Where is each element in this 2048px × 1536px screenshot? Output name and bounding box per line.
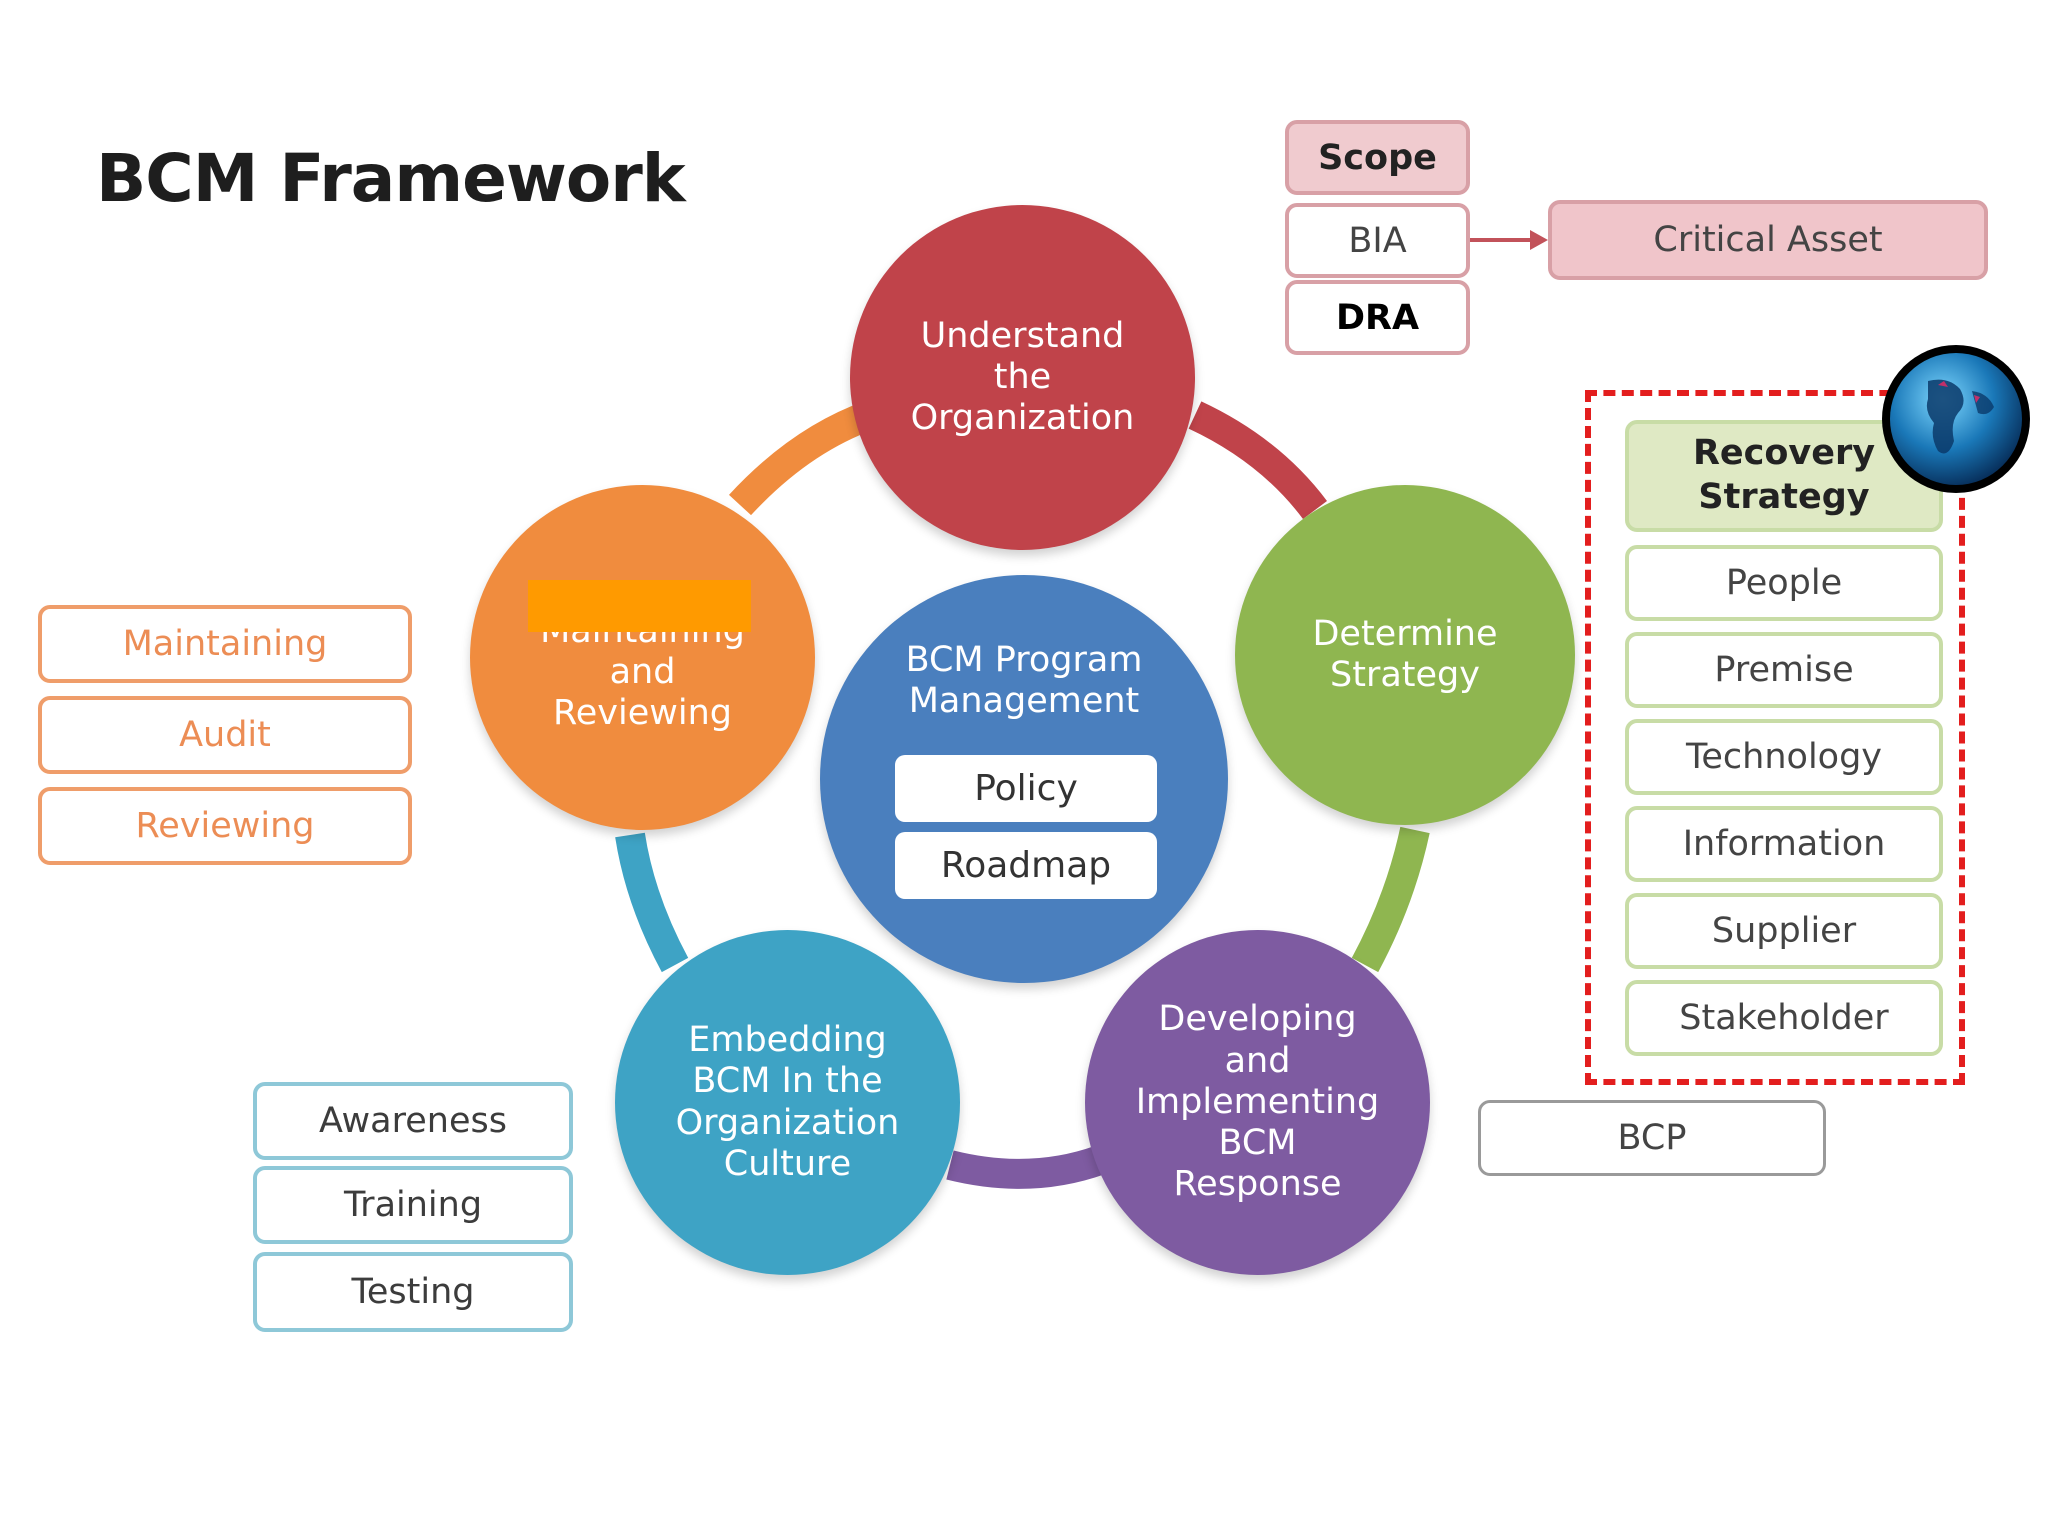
circle-developing-label: Developing and Implementing BCM Response [1135,999,1380,1205]
maintaining-list-reviewing: Reviewing [38,787,412,865]
recovery-item-technology: Technology [1625,719,1943,795]
arc-maintaining-understand [728,400,876,516]
globe-icon [1882,345,2030,493]
recovery-item-premise: Premise [1625,632,1943,708]
embedding-list-training: Training [253,1166,573,1244]
maintaining-list-maintaining: Maintaining [38,605,412,683]
arrow-head [1530,230,1548,250]
circle-understand-organization: Understand the Organization [850,205,1195,550]
center-label: BCM Program Management [905,640,1143,722]
maintaining-list-audit: Audit [38,696,412,774]
scope-box: Scope [1285,120,1470,195]
arc-understand-determine [1188,401,1327,520]
arc-developing-embedding [946,1145,1106,1189]
recovery-item-information: Information [1625,806,1943,882]
critical-asset-box: Critical Asset [1548,200,1988,280]
recovery-item-people: People [1625,545,1943,621]
circle-embedding-label: Embedding BCM In the Organization Cultur… [675,1019,900,1184]
recovery-strategy-frame [1585,390,1965,1085]
bcp-box: BCP [1478,1100,1826,1176]
circle-embedding-bcm: Embedding BCM In the Organization Cultur… [615,930,960,1275]
circle-developing-implementing: Developing and Implementing BCM Response [1085,930,1430,1275]
recovery-strategy-label: Recovery Strategy [1692,433,1876,517]
highlight-block [528,580,751,632]
arc-embedding-maintaining [615,832,689,973]
recovery-item-stakeholder: Stakeholder [1625,980,1943,1056]
circle-determine-label: Determine Strategy [1312,613,1498,695]
arc-determine-developing [1351,826,1430,973]
globe-graphic [1890,353,2022,485]
recovery-item-supplier: Supplier [1625,893,1943,969]
roadmap-item: Roadmap [895,832,1157,899]
policy-item: Policy [895,755,1157,822]
circle-determine-strategy: Determine Strategy [1235,485,1575,825]
embedding-list-testing: Testing [253,1252,573,1332]
circle-understand-label: Understand the Organization [910,315,1135,439]
circle-maintaining-reviewing: Maintaining and Reviewing [470,485,815,830]
embedding-list-awareness: Awareness [253,1082,573,1160]
recovery-strategy-title: Recovery Strategy [1625,420,1943,532]
dra-box: DRA [1285,280,1470,355]
diagram-title: BCM Framework [96,140,686,217]
bia-box: BIA [1285,203,1470,278]
